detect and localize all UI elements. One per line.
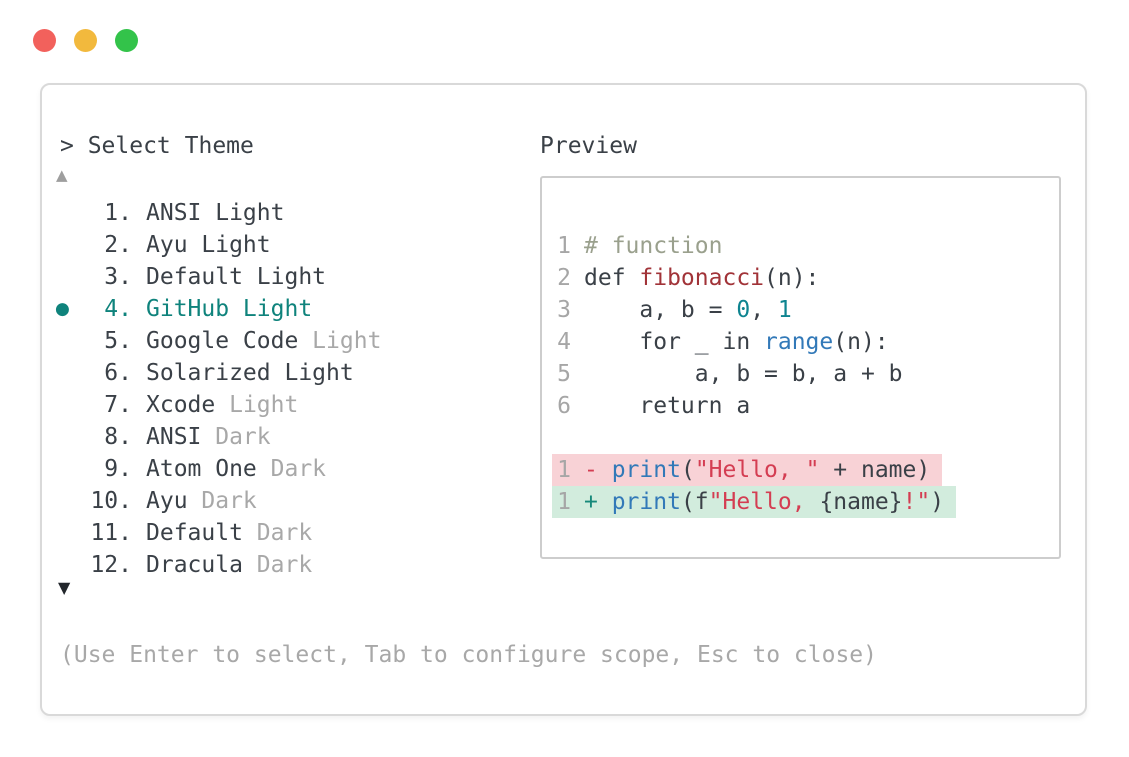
line-number: 5 <box>557 361 571 387</box>
theme-item-7[interactable]: 7. Xcode Light <box>40 389 381 421</box>
bullet-placeholder <box>55 357 85 389</box>
bullet-placeholder <box>55 453 85 485</box>
theme-item-11[interactable]: 11. Default Dark <box>40 517 381 549</box>
theme-item-number: 2. <box>104 232 132 258</box>
bullet-placeholder <box>55 389 85 421</box>
theme-item-number: 4. <box>104 296 132 322</box>
code-line: 5 a, b = b, a + b <box>552 358 915 390</box>
bullet-placeholder <box>55 261 85 293</box>
line-number: 1 <box>557 489 571 515</box>
theme-item-9[interactable]: 9. Atom One Dark <box>40 453 381 485</box>
code-line <box>552 422 596 454</box>
line-number: 4 <box>557 329 571 355</box>
theme-item-8[interactable]: 8. ANSI Dark <box>40 421 381 453</box>
code-line: 2 def fibonacci(n): <box>552 262 831 294</box>
theme-item-number: 10. <box>90 488 132 514</box>
theme-item-number: 6. <box>104 360 132 386</box>
selected-bullet-icon: ● <box>55 299 70 319</box>
minimize-button[interactable] <box>74 29 97 52</box>
bullet-placeholder <box>55 517 85 549</box>
theme-item-5[interactable]: 5. Google Code Light <box>40 325 381 357</box>
theme-item-3[interactable]: 3. Default Light <box>40 261 381 293</box>
theme-item-label: Default Light <box>146 264 327 290</box>
theme-variant-label: Dark <box>256 456 327 482</box>
theme-variant-label: Dark <box>242 520 313 546</box>
theme-variant-label: Light <box>298 328 382 354</box>
diff-added-line: 1 + print(f"Hello, {name}!") <box>552 486 957 518</box>
line-number: 2 <box>557 265 571 291</box>
zoom-button[interactable] <box>115 29 138 52</box>
code-text: for _ in range(n): <box>584 329 889 355</box>
code-text: # function <box>584 233 723 259</box>
theme-item-number: 9. <box>104 456 132 482</box>
theme-item-number: 7. <box>104 392 132 418</box>
theme-item-number: 11. <box>90 520 132 546</box>
theme-item-6[interactable]: 6. Solarized Light <box>40 357 381 389</box>
code-text: a, b = 0, 1 <box>584 297 792 323</box>
theme-item-number: 12. <box>90 552 132 578</box>
theme-item-label: Xcode Light <box>146 392 299 418</box>
bullet-placeholder <box>55 421 85 453</box>
code-preview: 1 # function 2 def fibonacci(n): 3 a, b = 0,… <box>552 230 957 518</box>
theme-variant-label: Dark <box>187 488 257 514</box>
theme-item-label: ANSI Dark <box>146 424 271 450</box>
theme-item-label: Ayu Light <box>146 232 271 258</box>
theme-item-label: Atom One Dark <box>146 456 327 482</box>
theme-list: 1. ANSI Light 2. Ayu Light 3. Default Light ● 4… <box>40 197 381 581</box>
theme-item-label: Ayu Dark <box>146 488 257 514</box>
diff-deleted-line: 1 - print("Hello, " + name) <box>552 454 943 486</box>
close-button[interactable] <box>33 29 56 52</box>
theme-item-number: 8. <box>104 424 132 450</box>
theme-variant-label: Dark <box>242 552 313 578</box>
theme-item-4[interactable]: ● 4. GitHub Light <box>40 293 381 325</box>
code-text: return a <box>584 393 751 419</box>
line-number: 1 <box>557 233 571 259</box>
bullet-placeholder <box>55 549 85 581</box>
bullet-placeholder <box>55 197 85 229</box>
theme-item-label: Default Dark <box>146 520 313 546</box>
theme-item-number: 5. <box>104 328 132 354</box>
theme-item-label: Solarized Light <box>146 360 354 386</box>
theme-item-label: GitHub Light <box>146 296 313 322</box>
line-number: 1 <box>557 457 571 483</box>
code-line: 1 # function <box>552 230 734 262</box>
select-theme-title: > Select Theme <box>60 133 254 159</box>
theme-item-12[interactable]: 12. Dracula Dark <box>40 549 381 581</box>
theme-item-label: Dracula Dark <box>146 552 313 578</box>
code-line: 6 return a <box>552 390 762 422</box>
code-line: 4 for _ in range(n): <box>552 326 901 358</box>
theme-item-2[interactable]: 2. Ayu Light <box>40 229 381 261</box>
line-number: 3 <box>557 297 571 323</box>
bullet-placeholder <box>55 229 85 261</box>
theme-item-number: 1. <box>104 200 132 226</box>
window-controls <box>33 29 138 52</box>
theme-variant-label: Light <box>215 392 299 418</box>
theme-item-1[interactable]: 1. ANSI Light <box>40 197 381 229</box>
line-number: 6 <box>557 393 571 419</box>
preview-title: Preview <box>540 133 637 159</box>
code-text: - print("Hello, " + name) <box>584 457 931 483</box>
theme-item-number: 3. <box>104 264 132 290</box>
theme-item-label: Google Code Light <box>146 328 382 354</box>
theme-variant-label: Dark <box>201 424 271 450</box>
line-number <box>556 422 571 454</box>
keyboard-hints: (Use Enter to select, Tab to configure s… <box>60 642 877 668</box>
code-text: def fibonacci(n): <box>584 265 820 291</box>
theme-item-label: ANSI Light <box>146 200 285 226</box>
scroll-up-icon[interactable]: ▲ <box>56 166 68 184</box>
bullet-placeholder <box>55 325 85 357</box>
bullet-placeholder <box>55 485 85 517</box>
theme-item-10[interactable]: 10. Ayu Dark <box>40 485 381 517</box>
scroll-down-icon[interactable]: ▼ <box>58 578 71 597</box>
code-line: 3 a, b = 0, 1 <box>552 294 804 326</box>
code-text: a, b = b, a + b <box>584 361 903 387</box>
code-text: + print(f"Hello, {name}!") <box>584 489 945 515</box>
